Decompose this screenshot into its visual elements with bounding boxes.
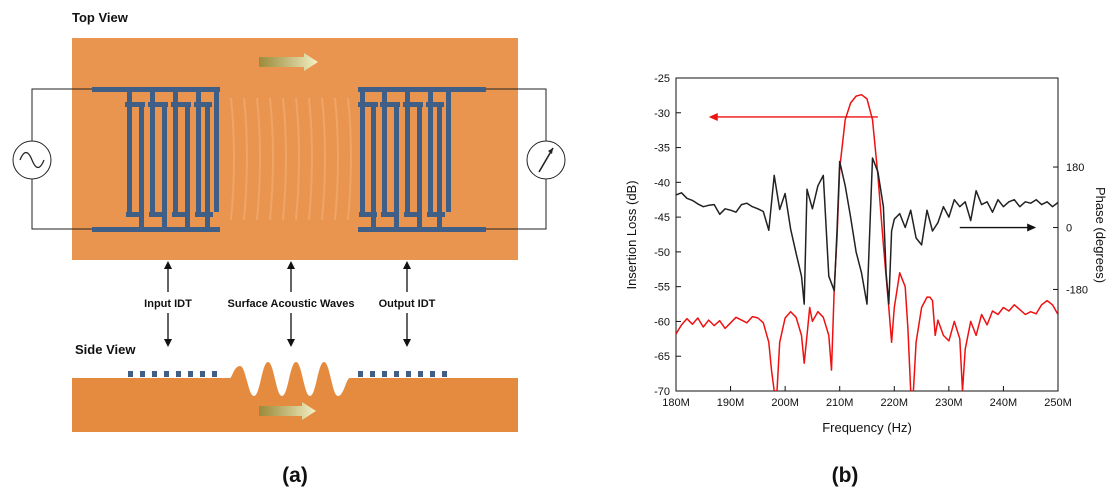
y-tick-label: -45 — [654, 212, 670, 224]
side-view-label: Side View — [75, 342, 136, 357]
top-view-substrate — [72, 38, 518, 260]
chart-annotations — [708, 112, 1037, 232]
x-tick-label: 220M — [881, 397, 909, 409]
x-tick-label: 250M — [1044, 397, 1072, 409]
y2-tick-label: -180 — [1066, 284, 1088, 296]
propagation-arrow-side — [259, 402, 316, 420]
y2-tick-label: 0 — [1066, 223, 1072, 235]
x-tick-label: 180M — [662, 397, 690, 409]
caption-b: (b) — [832, 464, 859, 487]
side-view-electrodes — [128, 371, 447, 377]
output-idt-electrodes — [358, 87, 486, 232]
right-arrow-icon — [1027, 223, 1037, 232]
y-tick-label: -55 — [654, 282, 670, 294]
y-tick-label: -35 — [654, 143, 670, 155]
x-tick-label: 230M — [935, 397, 963, 409]
y-tick-label: -30 — [654, 108, 670, 120]
y2-tick-label: 180 — [1066, 162, 1084, 174]
meter-icon — [526, 140, 566, 180]
y-tick-label: -65 — [654, 351, 670, 363]
x-axis-ticks: 180M 190M 200M 210M 220M 230M 240M 250M — [662, 386, 1072, 409]
caption-a: (a) — [282, 464, 308, 487]
panel-a: Top View — [12, 10, 566, 487]
y2-axis-title: Phase (degrees) — [1093, 187, 1108, 283]
label-arrows — [164, 261, 411, 347]
chart-series — [676, 93, 1058, 391]
circuit-wires — [31, 88, 547, 230]
y-tick-label: -60 — [654, 316, 670, 328]
insertion-loss-line — [676, 93, 1058, 391]
saw-wavefronts — [230, 97, 352, 221]
x-axis-title: Frequency (Hz) — [822, 420, 912, 435]
top-view-label: Top View — [72, 10, 129, 25]
x-tick-label: 210M — [826, 397, 854, 409]
saw-label: Surface Acoustic Waves — [228, 298, 355, 310]
input-idt-electrodes — [92, 87, 220, 232]
x-tick-label: 200M — [771, 397, 799, 409]
y2-axis-ticks: 180 0 -180 — [1053, 162, 1088, 296]
y-tick-label: -40 — [654, 177, 670, 189]
y-tick-label: -70 — [654, 386, 670, 398]
left-arrow-icon — [708, 112, 718, 121]
y-axis-title: Insertion Loss (dB) — [624, 180, 639, 289]
input-idt-label: Input IDT — [144, 298, 192, 310]
propagation-arrow-top — [259, 53, 318, 71]
output-idt-label: Output IDT — [379, 298, 436, 310]
x-tick-label: 190M — [717, 397, 745, 409]
phase-line — [676, 157, 1058, 305]
y-axis-ticks: -25 -30 -35 -40 -45 -50 -55 -60 -65 -70 — [654, 73, 681, 398]
ac-source-icon — [12, 140, 52, 180]
side-view-substrate — [72, 362, 518, 432]
y-tick-label: -25 — [654, 73, 670, 85]
x-tick-label: 240M — [990, 397, 1018, 409]
plot-frame — [675, 77, 1059, 392]
y-tick-label: -50 — [654, 247, 670, 259]
